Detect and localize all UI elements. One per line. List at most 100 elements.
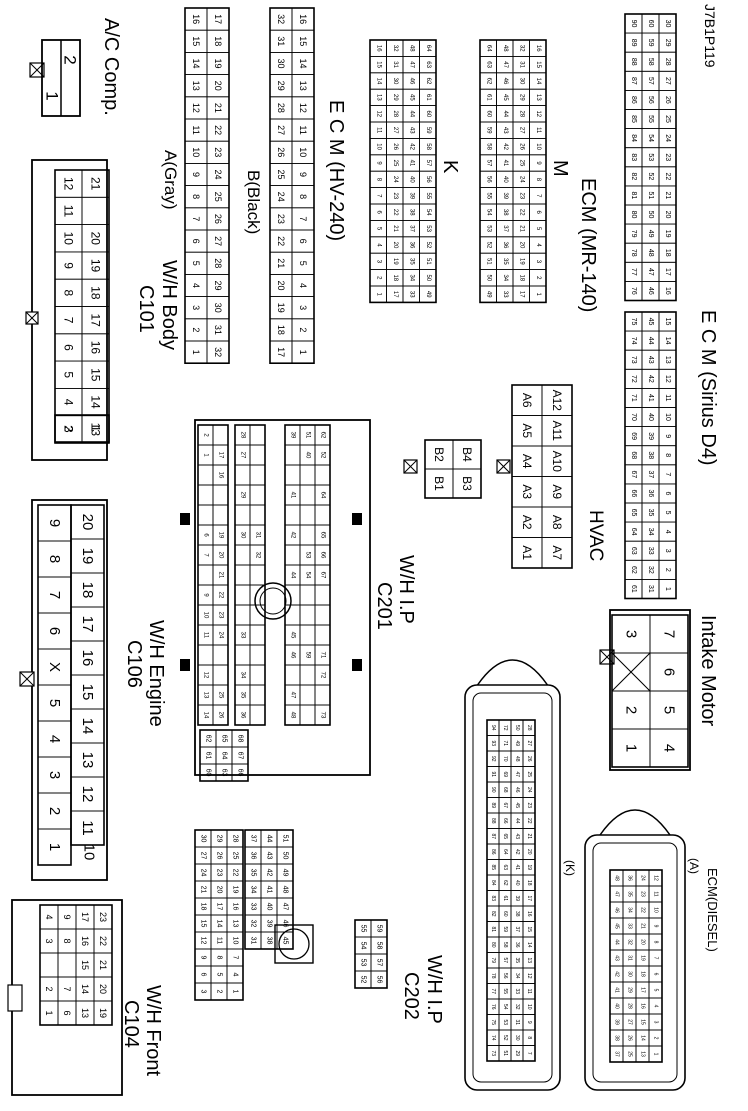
pin-number: 68 <box>502 787 508 793</box>
pin-number: 3 <box>298 305 308 310</box>
pin-cell <box>314 624 331 646</box>
pin-number: 73 <box>630 356 637 364</box>
pin-number: 28 <box>240 432 246 439</box>
pin-number: 27 <box>213 236 223 246</box>
pin-number: 38 <box>647 451 654 459</box>
pin-number: 48 <box>282 886 289 894</box>
pin-number: 26 <box>627 1035 633 1041</box>
pin-number: 4 <box>653 1005 659 1008</box>
pin-number: 18 <box>518 274 524 281</box>
pin-number: 14 <box>191 58 201 68</box>
pin-cell <box>249 504 266 526</box>
pin-number: 29 <box>276 81 286 91</box>
pin-number: 83 <box>490 895 496 901</box>
pin-number: 19 <box>276 303 286 313</box>
pin-number: 26 <box>218 712 224 719</box>
pin-number: 42 <box>408 143 414 150</box>
pin-number: 51 <box>485 258 491 265</box>
c104-grid-outline <box>39 904 113 1026</box>
pin-number: 64 <box>221 752 228 760</box>
pin-number: 83 <box>630 153 637 161</box>
pin-number: 82 <box>490 911 496 917</box>
pin-number: 45 <box>408 94 414 101</box>
diesel-a-connector <box>584 809 686 1091</box>
pin-number: 44 <box>290 572 296 579</box>
pin-number: 48 <box>290 712 296 719</box>
pin-number: 72 <box>320 672 326 679</box>
pin-number: 15 <box>526 926 532 932</box>
pin-number: 42 <box>647 375 654 383</box>
hvac-title: HVAC <box>585 510 606 561</box>
pin-number: 68 <box>237 735 244 743</box>
pin-number: 30 <box>627 971 633 977</box>
pin-number: 29 <box>392 94 398 101</box>
pin-number: 52 <box>502 1035 508 1041</box>
pin-number: 88 <box>490 818 496 824</box>
pin-number: 27 <box>392 127 398 134</box>
pin-number: 18 <box>392 274 398 281</box>
pin-number: 22 <box>213 125 223 135</box>
pin-number: 17 <box>640 987 646 993</box>
pin-number: 66 <box>320 552 326 559</box>
pin-cell <box>234 564 251 586</box>
pin-number: 36 <box>514 942 520 948</box>
pin-number: 55 <box>360 925 367 933</box>
pin-number: 16 <box>232 903 239 911</box>
pin-number: 26 <box>392 143 398 150</box>
pin-number: 41 <box>290 492 296 499</box>
pin-number: 11 <box>653 891 659 896</box>
pin-number: 1 <box>375 293 381 297</box>
pin-number: A7 <box>550 545 564 560</box>
hvac-a-lock-icon <box>496 459 511 474</box>
pin-number: 79 <box>630 230 637 238</box>
pin-number: 67 <box>630 470 637 478</box>
pin-number: B1 <box>432 476 446 491</box>
diesel-title: ECM(DIESEL) <box>705 868 720 952</box>
pin-number: 28 <box>392 110 398 117</box>
pin-number: 66 <box>237 769 244 777</box>
pin-number: 14 <box>79 718 96 735</box>
pin-number: 62 <box>502 880 508 886</box>
pin-number: 25 <box>526 771 532 777</box>
c101-title: C101 <box>135 285 157 333</box>
pin-number: 33 <box>647 547 654 555</box>
pin-cell <box>284 604 301 626</box>
c101-subtitle: W/H Body <box>158 260 180 350</box>
pin-number: 14 <box>664 337 671 345</box>
pin-number: 36 <box>240 712 246 719</box>
pin-number: 2 <box>191 327 201 332</box>
pin-number: 32 <box>276 14 286 24</box>
pin-number: 6 <box>191 239 201 244</box>
pin-number: 17 <box>526 895 532 901</box>
pin-number: 69 <box>502 771 508 777</box>
pin-number: 17 <box>518 291 524 298</box>
pin-number: 26 <box>664 96 671 104</box>
pin-cell <box>249 564 266 586</box>
pin-number: 56 <box>425 176 431 183</box>
pin-number: 36 <box>647 490 654 498</box>
pin-number: 50 <box>647 211 654 219</box>
pin-number: 18 <box>526 880 532 886</box>
pin-number: 22 <box>98 936 108 946</box>
pin-number: B3 <box>460 476 474 491</box>
pin-number: 43 <box>647 356 654 364</box>
pin-number: 57 <box>425 160 431 167</box>
pin-number: 3 <box>623 630 640 638</box>
pin-number: 45 <box>282 937 289 945</box>
pin-number: 1 <box>232 990 239 994</box>
pin-number: 10 <box>203 612 209 619</box>
pin-number: A12 <box>550 390 564 412</box>
pin-number: 18 <box>89 286 103 300</box>
pin-number: 15 <box>89 368 103 382</box>
pin-number: 31 <box>647 585 654 593</box>
pin-number: 22 <box>664 172 671 180</box>
pin-number: 54 <box>360 942 367 950</box>
pin-number: 32 <box>392 45 398 52</box>
pin-number: 73 <box>490 1050 496 1056</box>
pin-number: X <box>46 662 63 672</box>
pin-number: 12 <box>203 672 209 679</box>
pin-number: 31 <box>213 325 223 335</box>
pin-number: 23 <box>664 153 671 161</box>
pin-number: 5 <box>298 261 308 266</box>
pin-number: 91 <box>490 771 496 777</box>
